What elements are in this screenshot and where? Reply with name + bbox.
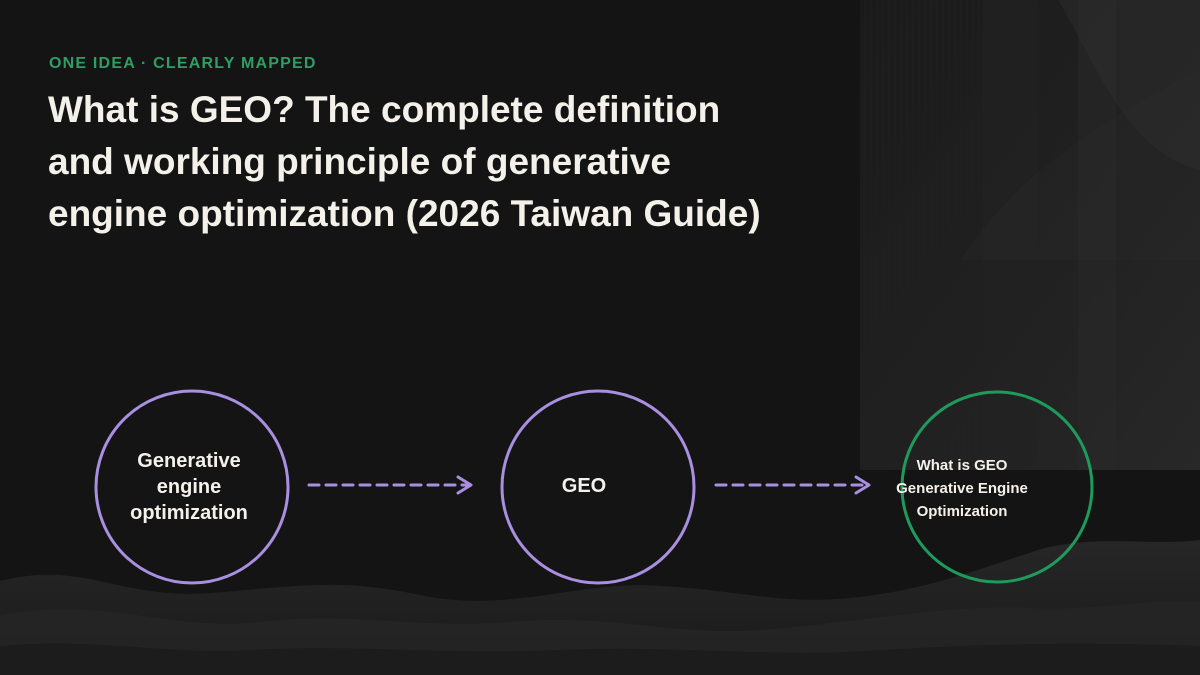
dashed-arrow-icon [456,475,473,495]
page-title: What is GEO? The complete definition and… [48,89,761,234]
eyebrow-label: ONE IDEA · CLEARLY MAPPED [49,55,317,72]
node-circle-generative-engine-optimization [94,389,290,585]
node-label-geo: GEO [561,475,607,497]
node-label-what-is-geo: What is GEO Generative Engine Optimizati… [896,456,1028,520]
node-circle-geo [500,389,696,585]
dashed-arrow-icon [854,475,871,495]
node-circle-what-is-geo [900,390,1094,584]
node-label-generative-engine-optimization: Generative engine optimization [130,450,248,524]
